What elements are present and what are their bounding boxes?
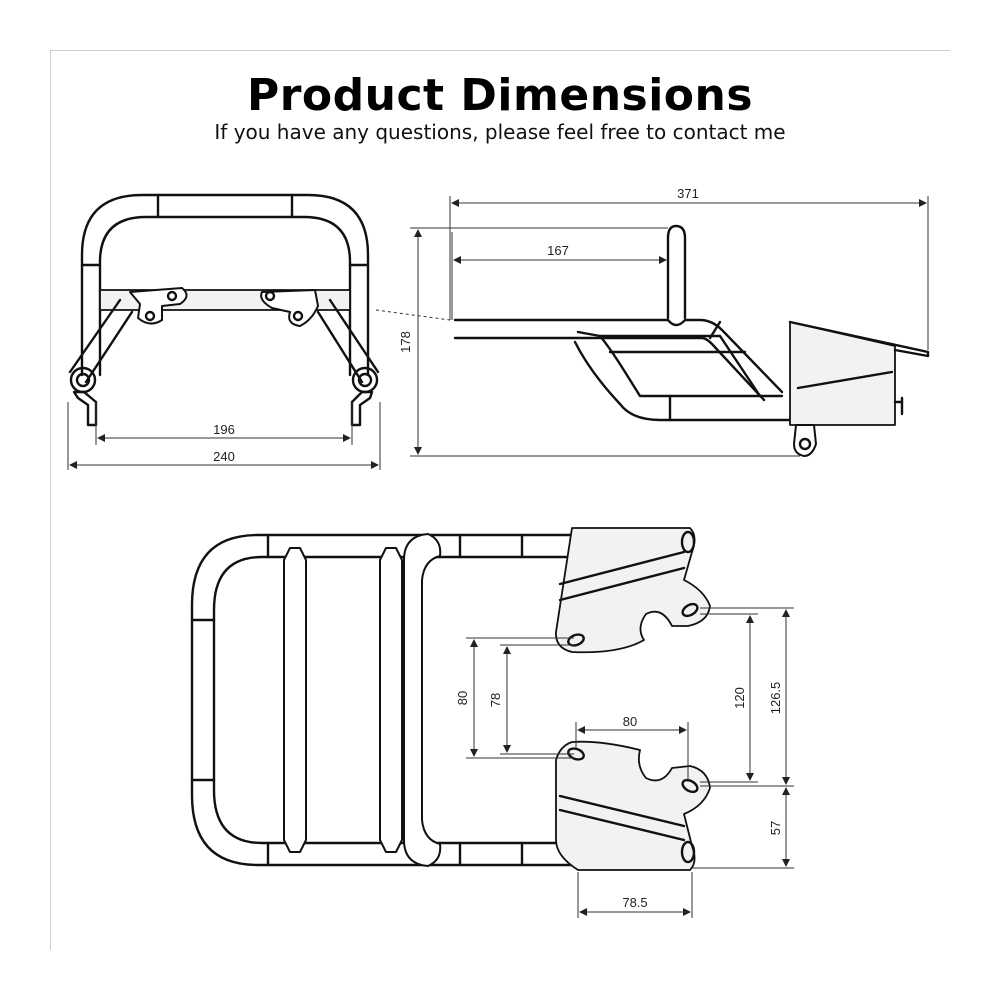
side-post xyxy=(666,224,687,320)
top-crossbar-mid xyxy=(379,547,403,853)
front-tube-outer xyxy=(80,193,370,377)
dim-label-167: 167 xyxy=(547,243,569,258)
frame-left-border xyxy=(50,50,51,950)
dim-label-178: 178 xyxy=(398,331,413,353)
frame-top-border xyxy=(50,50,950,51)
front-view: 196 240 xyxy=(67,193,381,470)
front-wheel-right xyxy=(351,366,379,394)
front-tube-inner xyxy=(98,215,352,377)
page-subtitle: If you have any questions, please feel f… xyxy=(214,120,786,144)
dim-label-57: 57 xyxy=(768,821,783,835)
front-bracket-left xyxy=(129,287,188,325)
dim-label-126-5: 126.5 xyxy=(768,682,783,715)
dim-label-120: 120 xyxy=(732,687,747,709)
top-crossbar-right xyxy=(403,533,442,867)
side-view: 371 167 178 xyxy=(375,186,930,457)
dim-label-78-5: 78.5 xyxy=(622,895,647,910)
dim-label-196: 196 xyxy=(213,422,235,437)
top-crossbar-left xyxy=(283,547,307,853)
front-arm-right xyxy=(316,298,380,384)
dim-label-80-horizontal: 80 xyxy=(623,714,637,729)
dim-label-78: 78 xyxy=(488,693,503,707)
top-bracket-upper xyxy=(555,527,711,654)
top-frame-inner xyxy=(212,555,577,845)
front-arm-left xyxy=(68,298,134,384)
top-frame-outer xyxy=(190,533,577,867)
dim-label-371: 371 xyxy=(677,186,699,201)
top-view: 80 78 80 120 126.5 57 78.5 xyxy=(190,527,794,918)
front-wheel-left xyxy=(69,366,97,394)
front-bracket-right xyxy=(260,289,319,327)
dim-label-240: 240 xyxy=(213,449,235,464)
top-bracket-lower xyxy=(555,740,711,871)
side-cradle xyxy=(573,330,792,422)
side-mount-eye xyxy=(793,424,817,457)
dim-label-80-vertical: 80 xyxy=(455,691,470,705)
page-title: Product Dimensions xyxy=(246,70,754,121)
